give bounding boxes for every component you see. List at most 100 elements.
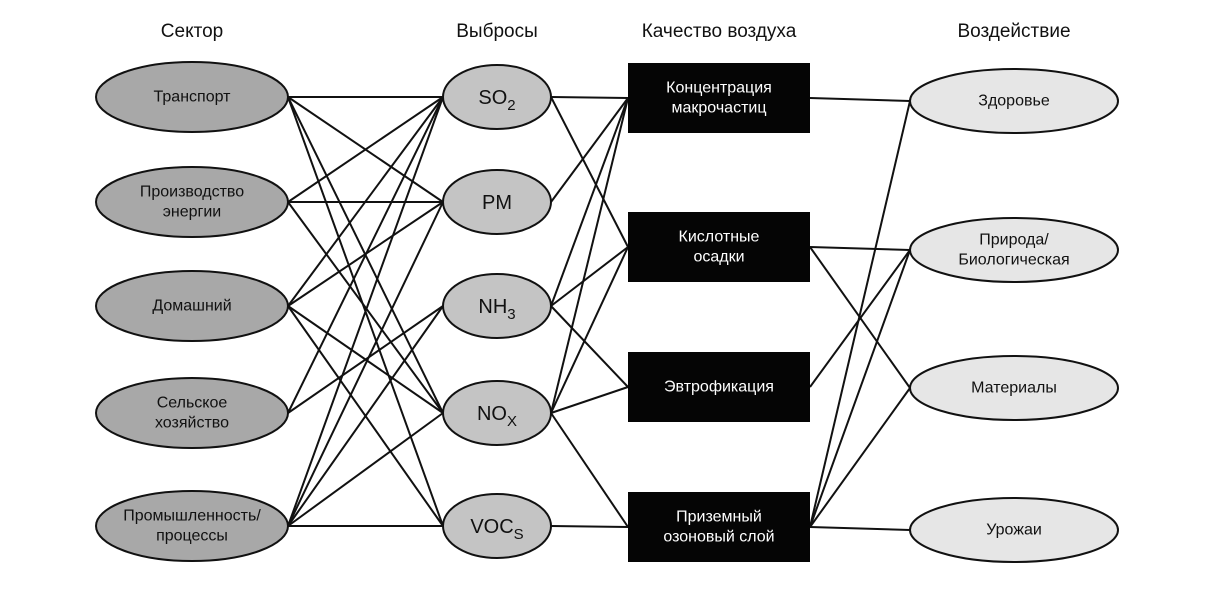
quality-label-pm_conc-line-1: Концентрация [666,80,772,97]
edge-emission-quality-nh3-pm_conc [550,97,629,307]
quality-node-ozone: Приземный озоновый слой [628,492,810,562]
edge-emission-quality-nh3-eutro [550,305,629,388]
emission-formula: SO [478,87,507,109]
impact-label-materials-line-1: Материалы [971,380,1057,397]
emission-subscript: 2 [507,97,515,114]
emission-node-pm: PM [442,169,552,235]
header-impact: Воздействие [957,21,1070,42]
sector-label-industry-line-2: процессы [156,527,228,544]
sector-label-agriculture-line-1: Сельское [157,395,228,412]
emission-label-pm: PM [482,192,512,214]
emission-ellipse [442,493,552,559]
impact-ellipse [909,217,1119,283]
sector-ellipse [95,166,289,238]
emission-subscript: 3 [507,306,515,323]
edge-quality-impact-ozone-materials [809,387,911,528]
impact-node-health: Здоровье [909,68,1119,134]
sector-label-agriculture-line-2: хозяйство [155,414,229,431]
impact-ellipse [909,497,1119,563]
sector-ellipse [95,490,289,562]
edge-emission-quality-nox-ozone [550,412,629,528]
header-emissions: Выбросы [456,21,538,42]
sector-node-energy: Производство энергии [95,166,289,238]
edge-emission-quality-nox-pm_conc [550,97,629,414]
edge-quality-impact-pm_conc-health [809,97,911,102]
sector-node-industry: Промышленность/процессы [95,490,289,562]
emission-label-nox: NOX [477,403,517,430]
edge-quality-impact-ozone-nature [809,249,911,528]
quality-label-acid-line-1: Кислотные [679,229,760,246]
sector-label-domestic-line-1: Домашний [152,298,231,315]
emission-ellipse [442,64,552,130]
edge-sector-emission-domestic-so2 [287,96,444,307]
edge-sector-emission-industry-so2 [287,96,444,527]
quality-box [628,352,810,422]
sector-label-energy-line-2: энергии [163,203,222,220]
sector-label-energy-line-1: Производство [140,184,244,201]
quality-node-eutro: Эвтрофикация [628,352,810,422]
impact-ellipse [909,68,1119,134]
quality-node-acid: Кислотные осадки [628,212,810,282]
edge-quality-impact-eutro-nature [809,249,911,388]
emission-ellipse [442,380,552,446]
edge-emission-quality-pm-pm_conc [550,97,629,203]
impact-label-crops-line-1: Урожаи [986,522,1042,539]
quality-label-eutro-line-1: Эвтрофикация [664,379,774,396]
quality-node-pm_conc: Концентрация макрочастиц [628,63,810,133]
emission-label-so2: SO2 [478,87,515,114]
emission-node-so2: SO2 [442,64,552,130]
emission-node-vocs: VOCS [442,493,552,559]
sector-node-agriculture: Сельское хозяйство [95,377,289,449]
edge-sector-emission-industry-pm [287,201,444,527]
impact-node-nature: Природа/Биологическая [909,217,1119,283]
sector-ellipse [95,61,289,133]
emission-node-nh3: NH3 [442,273,552,339]
quality-label-pm_conc-line-2: макрочастиц [671,99,766,116]
edge-sector-emission-agriculture-so2 [287,96,444,414]
emission-formula: VOC [470,516,513,538]
quality-label-ozone-line-2: озоновый слой [663,528,774,545]
edge-emission-quality-nh3-acid [550,246,629,307]
sector-label-transport-line-1: Транспорт [154,89,232,106]
emission-subscript: X [507,413,517,430]
header-sector: Сектор [161,21,223,42]
emission-formula: NH [478,296,507,318]
emission-ellipse [442,273,552,339]
quality-label-acid-line-2: осадки [693,248,744,265]
sector-node-domestic: Домашний [95,270,289,342]
quality-label-ozone-line-1: Приземный [676,509,762,526]
impact-label-nature-line-1: Природа/ [979,232,1049,249]
impact-node-materials: Материалы [909,355,1119,421]
impact-node-crops: Урожаи [909,497,1119,563]
emission-ellipse [442,169,552,235]
emission-formula: NO [477,403,507,425]
impact-ellipse [909,355,1119,421]
emission-label-nh3: NH3 [478,296,515,323]
edge-sector-emission-agriculture-nh3 [287,305,444,414]
edge-emission-quality-nox-acid [550,246,629,414]
edge-emission-quality-nox-eutro [550,386,629,414]
connection-lines [287,96,911,531]
edge-quality-impact-ozone-crops [809,526,911,531]
edge-emission-quality-so2-acid [550,96,629,248]
edge-emission-quality-so2-pm_conc [550,96,629,99]
emission-label-vocs: VOCS [470,516,523,543]
emission-subscript: S [514,526,524,543]
quality-box [628,63,810,133]
impact-label-nature-line-2: Биологическая [958,251,1069,268]
edge-quality-impact-acid-nature [809,246,911,251]
impact-label-health-line-1: Здоровье [978,93,1050,110]
emission-node-nox: NOX [442,380,552,446]
edge-sector-emission-industry-nh3 [287,305,444,527]
emission-formula: PM [482,192,512,214]
sector-ellipse [95,270,289,342]
sector-ellipse [95,377,289,449]
sector-node-transport: Транспорт [95,61,289,133]
edge-sector-emission-energy-so2 [287,96,444,203]
edge-emission-quality-vocs-ozone [550,525,629,528]
header-air-quality: Качество воздуха [642,21,797,42]
edge-quality-impact-ozone-health [809,100,911,528]
edge-sector-emission-energy-nox [287,201,444,414]
